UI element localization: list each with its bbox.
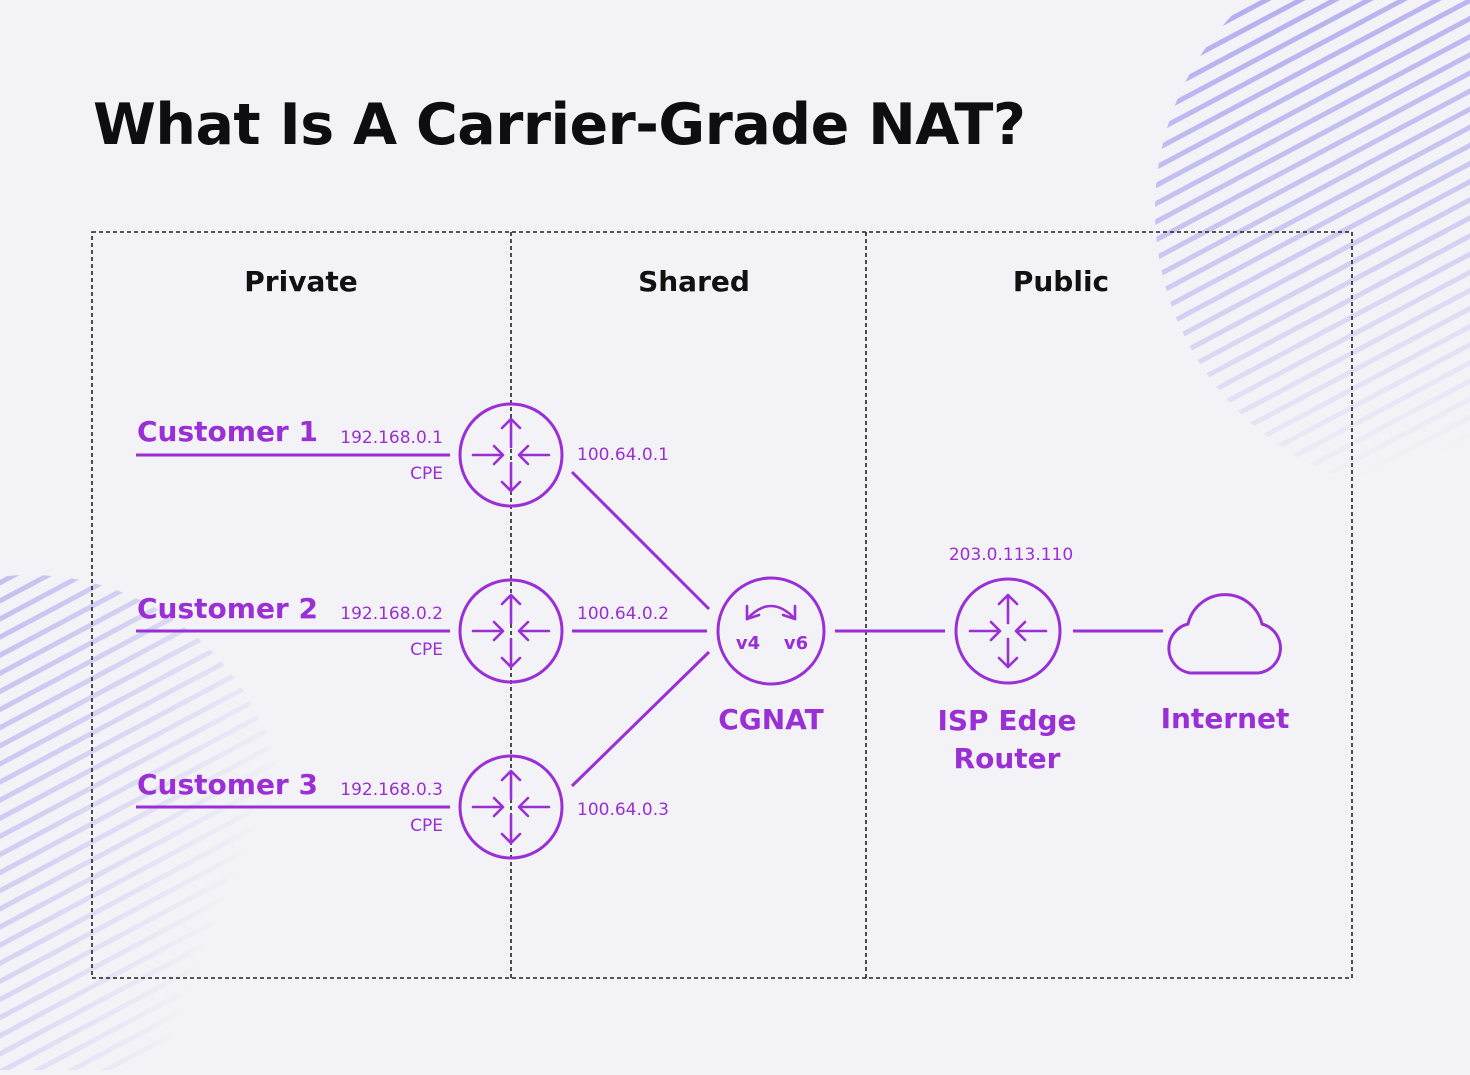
cpe-router-2-icon — [458, 578, 564, 684]
cgnat-label: CGNAT — [718, 703, 824, 736]
edge-router-icon — [954, 577, 1062, 685]
cgnat-node: v4 v6 — [716, 576, 826, 686]
customer-1-private-ip: 192.168.0.1 — [340, 428, 443, 448]
decor-stripes-bottom-left — [0, 560, 300, 1070]
page-title: What Is A Carrier-Grade NAT? — [93, 92, 1026, 158]
zone-private-label: Private — [244, 265, 357, 298]
cpe-1-to-cgnat-link — [570, 470, 711, 611]
cgnat-circle — [716, 576, 826, 686]
edge-router-label-line2: Router — [954, 742, 1061, 775]
cpe-2-shared-ip: 100.64.0.2 — [577, 604, 669, 624]
cgnat-v4-label: v4 — [736, 633, 760, 654]
customer-3-cpe-label: CPE — [410, 816, 443, 836]
customer-1-cpe-label: CPE — [410, 464, 443, 484]
cgnat-v6-label: v6 — [784, 633, 808, 654]
cpe-router-1-icon — [458, 402, 564, 508]
internet-label: Internet — [1161, 702, 1290, 735]
zone-public-label: Public — [1013, 265, 1109, 298]
cpe-router-3-icon — [458, 754, 564, 860]
customer-2-label: Customer 2 — [137, 592, 318, 625]
cpe-1-shared-ip: 100.64.0.1 — [577, 445, 669, 465]
customer-3-private-ip: 192.168.0.3 — [340, 780, 443, 800]
edge-router-label-line1: ISP Edge — [937, 704, 1076, 737]
decor-stripes-top-right — [1100, 0, 1470, 520]
cpe-3-to-cgnat-link — [570, 650, 711, 788]
customer-3-label: Customer 3 — [137, 768, 318, 801]
edge-router-public-ip: 203.0.113.110 — [949, 545, 1073, 565]
zones-frame — [91, 231, 1353, 979]
cloud-icon — [1167, 593, 1282, 675]
ipv4-ipv6-swap-icon — [745, 604, 797, 621]
customer-2-cpe-label: CPE — [410, 640, 443, 660]
cpe-3-shared-ip: 100.64.0.3 — [577, 800, 669, 820]
customer-2-private-ip: 192.168.0.2 — [340, 604, 443, 624]
customer-1-label: Customer 1 — [137, 415, 318, 448]
zone-shared-label: Shared — [638, 265, 750, 298]
